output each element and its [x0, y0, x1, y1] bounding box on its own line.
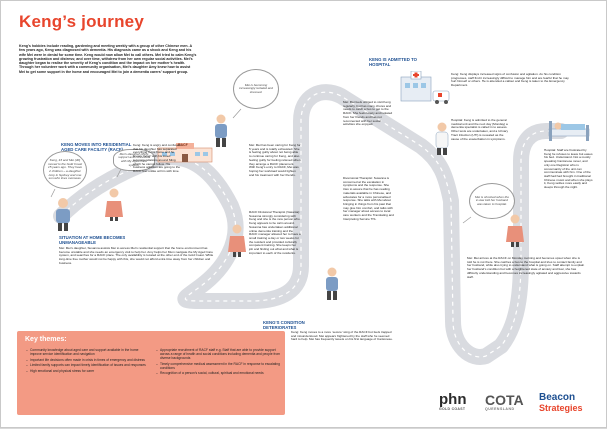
- bubble-family-background: Keng, 43 and Mei (40) moved to the Gold …: [43, 151, 87, 189]
- cota-logo-subtext: QUEENSLAND: [485, 407, 515, 411]
- cota-logo: COTA QUEENSLAND: [485, 393, 524, 411]
- bubble-daughter-support: Mei’s daughter offers support and connec…: [113, 149, 155, 171]
- racf-building-illustration: RACF: [156, 142, 214, 164]
- cota-logo-text: COTA: [485, 392, 524, 408]
- keng-end-figure-icon: [323, 266, 341, 300]
- key-theme-item: Timely comprehensive medical assessment …: [156, 362, 281, 370]
- text-keng-moves: Keng: Keng is angry and confused that hi…: [133, 143, 181, 173]
- key-theme-item: Limited family supports can impact timel…: [26, 363, 151, 367]
- intro-paragraph: Keng’s hobbies include reading, gardenin…: [19, 44, 197, 74]
- keng-figure-icon: [51, 197, 75, 231]
- keng-racf-figure-icon: [211, 113, 231, 147]
- text-situation-at-home: Mei: Mei’s daughter, Susanna assists Mei…: [59, 246, 214, 265]
- heading-admitted-to-hospital: Keng is admitted to hospital: [369, 57, 417, 67]
- page-title: Keng’s journey: [19, 12, 144, 31]
- text-hospital-admission: Hospital: Keng is admitted to the genera…: [451, 118, 509, 141]
- beacon-logo-subtext: Strategies: [539, 403, 583, 413]
- text-mei-caring: Mei: Mei has been caring for Keng for 5 …: [249, 143, 301, 177]
- mei-hospital-figure-icon: [506, 213, 524, 247]
- phn-logo-text: phn: [439, 391, 467, 408]
- heading-situation-at-home: Situation at home becomes unmanageable: [59, 235, 126, 245]
- hospital-illustration: [399, 70, 451, 105]
- patient-bed-illustration: [547, 115, 591, 143]
- text-hospital-staff: Hospital: Staff are frustrated by Keng h…: [544, 148, 593, 190]
- text-diversional-therapist: Diversional Therapist: Susanna is concer…: [343, 176, 394, 221]
- text-mei-returns: Mei: Mei arrives at the RACF on Monday m…: [467, 256, 585, 279]
- key-theme-item: High emotional and physical stress for c…: [26, 369, 151, 373]
- mei-sad-figure-icon: [227, 223, 247, 257]
- heading-condition-deteriorates: Keng’s condition deteriorates: [263, 320, 305, 330]
- beacon-logo-text: Beacon: [539, 392, 576, 403]
- text-mei-obliged: Mei: Mei feels obliged to visit Keng reg…: [343, 100, 393, 127]
- racf-sign-label: RACF: [178, 143, 188, 147]
- key-themes-title: Key themes:: [25, 336, 67, 343]
- key-themes-panel: Key themes: Community knowledge about ag…: [17, 331, 285, 415]
- bubble-mei-shocked: Mei is shocked when the in-law told her …: [469, 183, 515, 219]
- text-keng-displays: Keng: Keng displays increased signs of c…: [451, 72, 569, 88]
- key-theme-item: Appropriate recruitment of RACF staff e.…: [156, 348, 281, 360]
- beacon-strategies-logo: Beacon Strategies: [539, 392, 583, 414]
- key-theme-item: Important life decisions often made in c…: [26, 358, 151, 362]
- mei-figure-icon: [104, 187, 124, 221]
- bubble-mei-isolated: Mei is becoming increasingly isolated an…: [233, 69, 279, 109]
- key-theme-item: Community knowledge about aged care and …: [26, 348, 151, 356]
- key-theme-item: Recognition of a person’s social, cultur…: [156, 371, 281, 375]
- key-themes-column-1: Community knowledge about aged care and …: [26, 348, 151, 374]
- text-keng-moves-back: Keng: Keng moves to a more ‘secure’ wing…: [291, 330, 393, 342]
- therapist-figure-icon: [433, 121, 451, 155]
- key-themes-column-2: Appropriate recruitment of RACF staff e.…: [156, 348, 281, 377]
- phn-logo: phn GOLD COAST: [439, 391, 467, 411]
- text-racf-diversional: RACF Divisional Therapist (Vasanta): Sus…: [249, 210, 301, 255]
- phn-logo-subtext: GOLD COAST: [439, 407, 466, 411]
